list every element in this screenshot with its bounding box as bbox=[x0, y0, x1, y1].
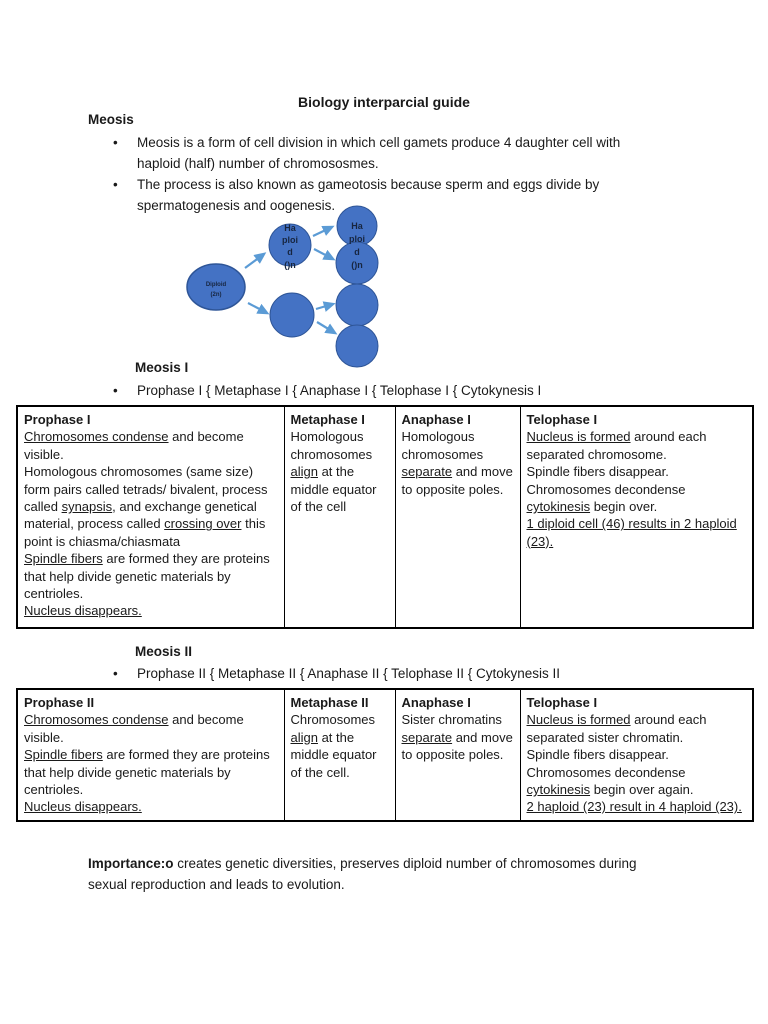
division-arrow bbox=[316, 321, 338, 335]
phase-cell-paragraph: Nucleus disappears. bbox=[24, 799, 142, 815]
section-heading-meosis: Meosis bbox=[88, 112, 134, 127]
haploid-label: ploi bbox=[349, 234, 365, 244]
table-row: Prophase I Chromosomes condense and becom… bbox=[16, 405, 754, 629]
bullet-dot: • bbox=[113, 666, 118, 681]
meosis-2-phases-bullet: • Prophase II { Metaphase II { Anaphase … bbox=[113, 663, 753, 684]
haploid-cell-circle bbox=[268, 223, 312, 267]
phase-cell-title: Metaphase I bbox=[290, 412, 365, 427]
phase-cell-paragraph: Spindle fibers are formed they are prote… bbox=[24, 551, 270, 602]
importance-label: Importance:o bbox=[88, 856, 174, 871]
phase-cell-paragraph: Chromosomes align at the middle equator … bbox=[290, 712, 377, 780]
phase-cell-telophase-i: Telophase I Nucleus is formed around each… bbox=[519, 405, 754, 629]
haploid-label: Ha bbox=[284, 223, 296, 233]
diploid-label: (2n) bbox=[211, 292, 222, 298]
phase-cell-title: Metaphase II bbox=[290, 695, 369, 710]
importance-text: creates genetic diversities, preserves d… bbox=[88, 856, 637, 892]
haploid-label: ()n bbox=[351, 260, 363, 270]
meiosis-diagram: Diploid (2n) Ha ploi d ()n Ha ploi d ()n bbox=[180, 200, 390, 377]
phase-cell-paragraph: Sister chromatins separate and move to o… bbox=[401, 712, 513, 763]
bullet-text: Prophase II { Metaphase II { Anaphase II… bbox=[137, 666, 561, 681]
bullet-dot: • bbox=[113, 135, 118, 150]
bullet-text: Meosis is a form of cell division in whi… bbox=[137, 135, 621, 171]
phase-cell-title: Prophase II bbox=[24, 695, 95, 710]
diploid-cell-ellipse bbox=[186, 263, 246, 311]
phase-cell-paragraph: Chromosomes condense and become visible. bbox=[24, 429, 244, 462]
meiosis-1-table: Prophase I Chromosomes condense and becom… bbox=[16, 405, 754, 629]
phase-cell-paragraph: Homologous chromosomes (same size) form … bbox=[24, 464, 268, 549]
division-arrow bbox=[247, 302, 270, 315]
phase-cell-paragraph: Homologous chromosomes separate and move… bbox=[401, 429, 513, 497]
page-title: Biology interparcial guide bbox=[298, 94, 470, 110]
division-arrow bbox=[313, 248, 336, 261]
phase-cell-anaphase-i: Anaphase I Sister chromatins separate and… bbox=[394, 688, 521, 822]
diploid-label: Diploid bbox=[206, 282, 227, 288]
meiosis-diagram-svg: Diploid (2n) Ha ploi d ()n Ha ploi d ()n bbox=[186, 205, 379, 368]
phase-cell-paragraph: Nucleus disappears. bbox=[24, 603, 142, 619]
phase-cell-title: Telophase I bbox=[526, 412, 598, 427]
division-arrow bbox=[312, 225, 335, 237]
meosis-1-phases-bullet: • Prophase I { Metaphase I { Anaphase I … bbox=[113, 380, 733, 401]
division-arrow bbox=[244, 252, 267, 269]
phase-cell-prophase-ii: Prophase II Chromosomes condense and beco… bbox=[16, 688, 285, 822]
phase-cell-title: Anaphase I bbox=[401, 412, 471, 427]
section-heading-meosis-1: Meosis I bbox=[135, 360, 189, 375]
phase-cell-prophase-i: Prophase I Chromosomes condense and becom… bbox=[16, 405, 285, 629]
meiosis-2-table: Prophase II Chromosomes condense and beco… bbox=[16, 688, 754, 822]
phase-cell-paragraph: Spindle fibers are formed they are prote… bbox=[24, 747, 270, 798]
phase-cell-paragraph: Homologous chromosomes align at the midd… bbox=[290, 429, 377, 515]
phase-cell-telophase-i: Telophase I Nucleus is formed around each… bbox=[519, 688, 754, 822]
phase-cell-paragraph: Spindle fibers disappear. bbox=[526, 464, 669, 480]
haploid-label: ()n bbox=[284, 260, 296, 270]
phase-cell-anaphase-i: Anaphase I Homologous chromosomes separat… bbox=[394, 405, 521, 629]
haploid-label: ploi bbox=[282, 235, 298, 245]
intro-bullet-2: • The process is also known as gameotosi… bbox=[113, 174, 653, 216]
bullet-text: The process is also known as gameotosis … bbox=[137, 177, 600, 213]
haploid-label: d bbox=[287, 247, 293, 257]
bullet-dot: • bbox=[113, 177, 118, 192]
phase-cell-paragraph: Chromosomes condense and become visible. bbox=[24, 712, 244, 745]
division-arrow bbox=[315, 301, 336, 312]
phase-cell-paragraph: Nucleus is formed around each separated … bbox=[526, 429, 707, 462]
importance-paragraph: Importance:o creates genetic diversities… bbox=[88, 853, 660, 895]
cell-circle bbox=[335, 283, 379, 327]
table-row: Prophase II Chromosomes condense and beco… bbox=[16, 688, 754, 822]
phase-cell-paragraph: Chromosomes decondense cytokinesis begin… bbox=[526, 481, 686, 515]
cell-circle bbox=[269, 292, 315, 338]
phase-cell-metaphase-i: Metaphase I Homologous chromosomes align … bbox=[283, 405, 396, 629]
phase-cell-paragraph: Spindle fibers disappear. bbox=[526, 747, 669, 763]
phase-cell-paragraph: Chromosomes decondense cytokinesis begin… bbox=[526, 764, 694, 798]
section-heading-meosis-2: Meosis II bbox=[135, 644, 193, 659]
haploid-label: Ha bbox=[351, 221, 363, 231]
phase-cell-metaphase-ii: Metaphase II Chromosomes align at the mid… bbox=[283, 688, 396, 822]
phase-cell-paragraph: Nucleus is formed around each separated … bbox=[526, 712, 707, 745]
bullet-dot: • bbox=[113, 383, 118, 398]
bullet-text: Prophase I { Metaphase I { Anaphase I { … bbox=[137, 383, 542, 398]
intro-bullet-1: • Meosis is a form of cell division in w… bbox=[113, 132, 653, 174]
phase-cell-paragraph: 1 diploid cell (46) results in 2 haploid… bbox=[526, 516, 737, 549]
cell-circle bbox=[335, 324, 379, 368]
phase-cell-title: Telophase I bbox=[526, 695, 598, 710]
phase-cell-paragraph: 2 haploid (23) result in 4 haploid (23). bbox=[526, 799, 742, 815]
phase-cell-title: Prophase I bbox=[24, 412, 91, 427]
haploid-label: d bbox=[354, 247, 360, 257]
phase-cell-title: Anaphase I bbox=[401, 695, 471, 710]
